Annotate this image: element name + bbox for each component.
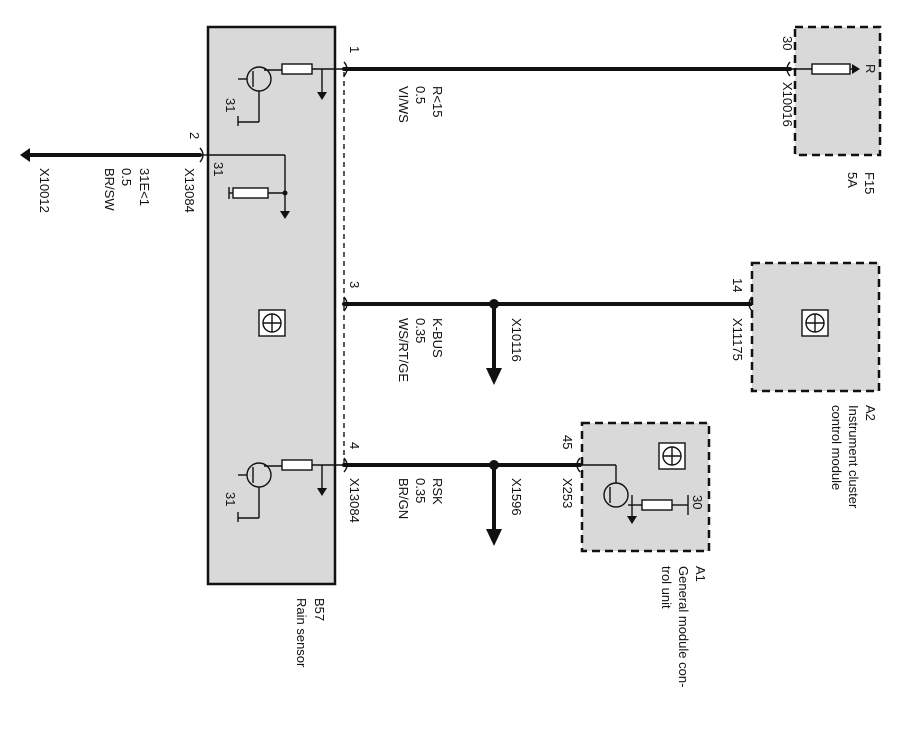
rain-sensor-id: B57	[312, 598, 327, 621]
resistor-top	[281, 63, 313, 75]
wire-4: 4 X13084 RSK 0.35 BR/GN X1596 45 X253	[342, 435, 582, 546]
wire-3-far-pin: 14	[730, 278, 745, 292]
wire-1-size: 0.5	[413, 86, 428, 104]
ground-symbol-icon	[20, 148, 30, 162]
cluster-logo-icon	[801, 309, 829, 337]
resistor-pin2	[232, 187, 269, 199]
gm-name-line1: General module con-	[676, 566, 691, 687]
fuse-contact-label: R	[863, 64, 878, 73]
wire-2-signal: 31E<1	[137, 168, 152, 206]
wire-4-branch-arrow	[486, 529, 502, 546]
fuse-box	[793, 25, 882, 157]
rain-sensor-component: 31 31	[206, 25, 345, 668]
wire-1-pin: 1	[347, 46, 362, 53]
fuse-icon	[811, 63, 851, 75]
general-module-box	[580, 421, 711, 553]
wire-1-far-connector: X10016	[780, 82, 795, 127]
fuse-rating: 5A	[845, 172, 860, 188]
resistor-bottom	[281, 459, 313, 471]
wire-1-color: VI/WS	[396, 86, 411, 123]
gm-logo-icon	[658, 442, 686, 470]
wire-1: 1 R<15 0.5 VI/WS 30 X10016	[342, 36, 795, 127]
wire-3-signal: K-BUS	[430, 318, 445, 358]
rain-sensor-box	[206, 25, 337, 586]
cluster-name-line2: control module	[829, 405, 844, 490]
wire-3: 3 K-BUS 0.35 WS/RT/GE X10116 14 X11175	[342, 278, 754, 385]
wire-2-size: 0.5	[119, 168, 134, 186]
wire-3-pin: 3	[347, 281, 362, 288]
sensor-logo-icon	[258, 309, 286, 337]
wire-3-size: 0.35	[413, 318, 428, 343]
wire-1-signal: R<15	[430, 86, 445, 117]
transistor-circuit-top: 31	[223, 63, 344, 126]
pin2-internal-circuit: 31	[208, 154, 290, 219]
gm-resistor	[641, 499, 673, 511]
wire-4-color: BR/GN	[396, 478, 411, 519]
rain-sensor-name: Rain sensor	[294, 598, 309, 668]
wire-2: 2 X13084 31E<1 0.5 BR/SW X10012	[20, 132, 208, 213]
wire-2-pin: 2	[187, 132, 202, 139]
wire-3-branch-arrow	[486, 368, 502, 385]
wire-2-ground-connector: X10012	[37, 168, 52, 213]
transistor-circuit-bottom: 31	[223, 459, 344, 522]
wire-4-far-pin: 45	[560, 435, 575, 449]
wire-2-connector: X13084	[182, 168, 197, 213]
wire-4-signal: RSK	[430, 478, 445, 505]
wire-4-connector: X13084	[347, 478, 362, 523]
instrument-cluster-component: A2 Instrument cluster control module	[750, 261, 881, 509]
ground-label-bottom: 31	[223, 492, 238, 506]
wire-4-branch-connector: X1596	[509, 478, 524, 516]
general-module-component: 30 A1 General module con- trol unit	[580, 421, 711, 687]
wire-2-color: BR/SW	[102, 168, 117, 211]
cluster-id: A2	[863, 405, 878, 421]
gm-internal-pin: 30	[690, 495, 705, 509]
ground-label-top: 31	[223, 98, 238, 112]
wire-3-branch-connector: X10116	[509, 318, 524, 362]
wire-1-far-pin: 30	[780, 36, 795, 50]
wire-3-color: WS/RT/GE	[396, 318, 411, 382]
wire-4-size: 0.35	[413, 478, 428, 503]
fuse-f15-component: R F15 5A	[790, 25, 882, 194]
wire-4-far-connector: X253	[560, 478, 575, 508]
ground-label-pin2: 31	[211, 162, 226, 176]
cluster-name-line1: Instrument cluster	[846, 405, 861, 509]
wire-4-pin: 4	[347, 442, 362, 449]
gm-transistor	[603, 482, 629, 508]
fuse-id: F15	[862, 172, 877, 194]
gm-id: A1	[693, 566, 708, 582]
gm-name-line2: trol unit	[659, 566, 674, 609]
wire-3-far-connector: X11175	[730, 318, 745, 361]
